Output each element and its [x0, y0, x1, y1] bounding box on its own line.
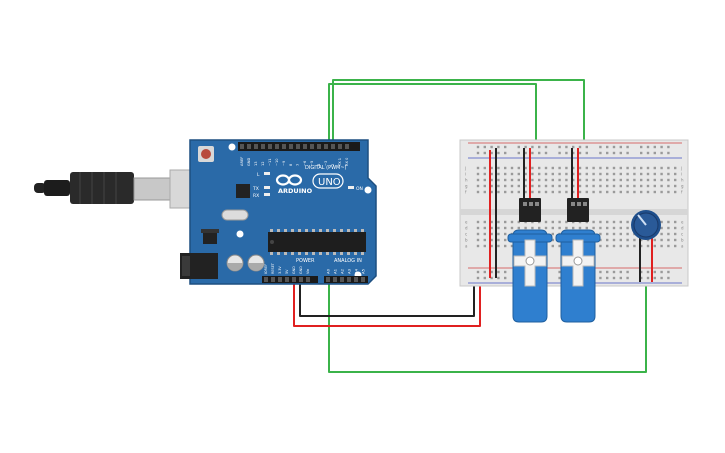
- row-letter-left: e: [465, 220, 468, 225]
- led-tx-label: TX: [252, 186, 259, 192]
- analog-pin-label: A4: [353, 268, 358, 274]
- infinity-logo-icon: [275, 174, 303, 186]
- servo-motor-1[interactable]: [507, 198, 553, 323]
- capacitors: [226, 254, 265, 272]
- digital-pin-label: 13: [254, 161, 258, 166]
- row-letter-right: e: [681, 220, 684, 225]
- led-rx-label: RX: [253, 193, 259, 199]
- row-letter-left: a: [465, 244, 468, 249]
- arduino-logo: ARDUINO UNO: [275, 173, 344, 195]
- usb-cable[interactable]: [34, 169, 213, 209]
- row-letter-left: h: [465, 178, 468, 183]
- digital-pin-label: RX 0: [345, 157, 349, 166]
- power-pin-label: RESET: [271, 262, 275, 274]
- pot-knob-indicator-icon: [637, 214, 647, 226]
- analog-pin-label: A1: [332, 268, 337, 274]
- atmega-chip: [268, 229, 366, 255]
- digital-pin-label: TX 1: [338, 158, 342, 167]
- digital-pin-label: ~10: [275, 158, 279, 166]
- row-letter-right: i: [681, 172, 682, 177]
- analog-header[interactable]: [324, 276, 368, 283]
- digital-pin-label: 7: [296, 164, 300, 166]
- led-l-label: L: [257, 172, 260, 178]
- status-leds: L TX RX ON: [252, 172, 363, 199]
- arduino-logo-text: ARDUINO: [278, 187, 313, 195]
- row-letter-left: i: [465, 172, 466, 177]
- row-letter-right: g: [681, 184, 684, 189]
- analog-in-label: ANALOG IN: [334, 258, 362, 264]
- row-letter-left: c: [465, 232, 467, 237]
- power-pin-label: 3.3V: [278, 266, 282, 274]
- voltage-regulator: [203, 232, 217, 244]
- row-letter-right: d: [681, 226, 684, 231]
- usb-chip: [236, 184, 250, 198]
- mounting-hole: [364, 186, 372, 194]
- digital-pin-label: 4: [317, 163, 321, 166]
- row-letter-right: h: [681, 178, 684, 183]
- breadboard-jumpers: [489, 148, 653, 282]
- digital-header[interactable]: [238, 142, 360, 151]
- servo-motor-2[interactable]: [555, 198, 601, 323]
- analog-pin-label: A5: [360, 268, 365, 274]
- row-letter-right: b: [681, 238, 684, 243]
- row-letter-left: b: [465, 238, 468, 243]
- digital-pin-label: ~5: [310, 161, 314, 166]
- power-pin-label: GND: [292, 266, 296, 274]
- row-letter-left: j: [464, 166, 466, 171]
- digital-pin-label: 2: [331, 164, 335, 166]
- digital-pin-label: AREF: [240, 157, 244, 166]
- power-label: POWER: [296, 258, 315, 264]
- power-pin-label: 5V: [285, 269, 289, 274]
- digital-pin-label: GND: [247, 158, 251, 166]
- mounting-hole: [236, 230, 244, 238]
- row-letter-left: f: [465, 190, 467, 195]
- digital-header-label: DIGITAL (PWM~): [305, 165, 347, 171]
- analog-pin-label: A3: [346, 268, 351, 274]
- dc-power-jack: [180, 253, 218, 279]
- digital-pin-label: ~6: [303, 160, 307, 166]
- row-letter-right: f: [681, 190, 683, 195]
- reset-button[interactable]: [198, 146, 214, 162]
- led-on-label: ON: [356, 186, 363, 192]
- wire-black-gnd[interactable]: [299, 277, 475, 317]
- analog-pin-label: A2: [339, 268, 344, 274]
- power-pin-label: GND: [299, 266, 303, 274]
- analog-pin-label: A0: [325, 268, 330, 274]
- digital-pin-label: ~3: [324, 161, 328, 166]
- row-letter-right: c: [681, 232, 683, 237]
- power-header[interactable]: [262, 276, 318, 283]
- digital-pin-label: ~11: [268, 158, 272, 166]
- digital-pin-label: 8: [289, 163, 293, 166]
- row-letter-right: a: [681, 244, 684, 249]
- potentiometer[interactable]: [631, 210, 661, 240]
- uno-label: UNO: [318, 177, 341, 188]
- row-letter-right: j: [680, 166, 682, 171]
- digital-pin-label: 12: [261, 161, 265, 166]
- digital-pin-label: ~9: [282, 160, 286, 166]
- crystal-oscillator: [221, 209, 249, 221]
- power-pin-label: Vin: [306, 269, 310, 274]
- row-letter-left: d: [465, 226, 468, 231]
- power-pin-label: IOREF: [264, 264, 268, 274]
- wire-red-5v[interactable]: [293, 277, 481, 327]
- row-letter-left: g: [465, 184, 468, 189]
- mounting-hole: [228, 143, 236, 151]
